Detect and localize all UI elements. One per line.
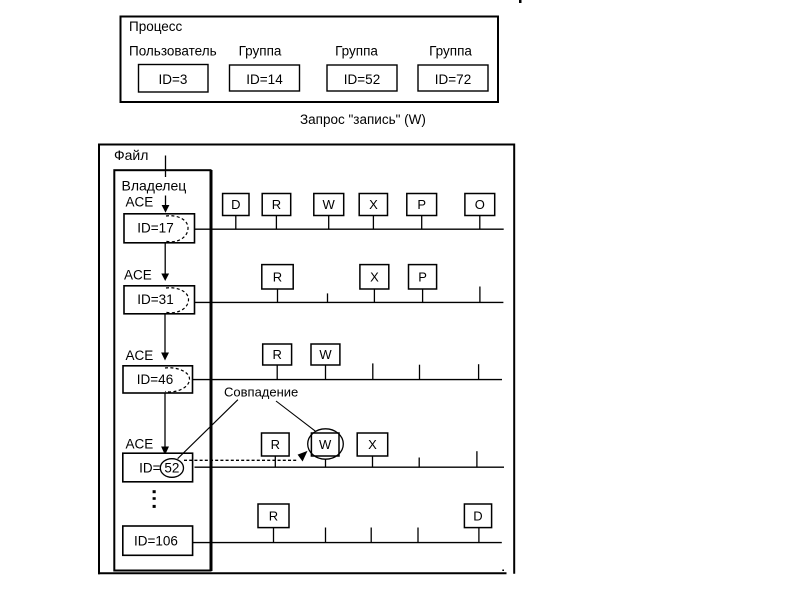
svg-text:ID=17: ID=17 <box>137 221 173 236</box>
svg-text:D: D <box>231 197 240 212</box>
svg-text:P: P <box>417 197 426 212</box>
svg-text:Процесс: Процесс <box>129 19 183 34</box>
svg-text:ACE: ACE <box>124 268 152 283</box>
svg-text:ID=31: ID=31 <box>137 292 173 307</box>
svg-text:X: X <box>368 437 377 452</box>
svg-text:ID=52: ID=52 <box>344 72 380 87</box>
svg-text:ID=46: ID=46 <box>137 372 173 387</box>
svg-text:ID=3: ID=3 <box>159 72 188 87</box>
svg-text:ACE: ACE <box>126 348 154 363</box>
svg-text:Совпадение: Совпадение <box>224 384 298 399</box>
svg-text:Группа: Группа <box>335 44 378 59</box>
svg-text:ID=14: ID=14 <box>246 72 283 87</box>
svg-text:ACE: ACE <box>126 195 154 210</box>
svg-text:O: O <box>475 197 485 212</box>
svg-text:Владелец: Владелец <box>122 178 187 194</box>
svg-text:R: R <box>271 437 280 452</box>
svg-text:ACE: ACE <box>126 436 154 451</box>
svg-text:P: P <box>418 270 427 285</box>
svg-text:R: R <box>272 197 281 212</box>
svg-text:R: R <box>269 509 278 524</box>
svg-text:D: D <box>473 509 482 524</box>
svg-text:ID=72: ID=72 <box>435 72 471 87</box>
svg-text:Запрос "запись" (W): Запрос "запись" (W) <box>300 112 426 127</box>
svg-text:W: W <box>319 437 332 452</box>
svg-text:W: W <box>319 347 332 362</box>
svg-text:ID=106: ID=106 <box>134 534 178 549</box>
svg-text:X: X <box>369 197 378 212</box>
svg-text:Группа: Группа <box>429 44 472 59</box>
svg-text:R: R <box>273 347 282 362</box>
svg-text:W: W <box>323 197 336 212</box>
svg-text:R: R <box>273 270 282 285</box>
svg-text:X: X <box>370 270 379 285</box>
svg-text:52: 52 <box>164 461 179 476</box>
svg-text:ID=: ID= <box>139 461 161 476</box>
svg-text:Группа: Группа <box>239 44 282 59</box>
svg-text:Файл: Файл <box>114 147 148 163</box>
svg-text:Пользователь: Пользователь <box>129 44 217 59</box>
